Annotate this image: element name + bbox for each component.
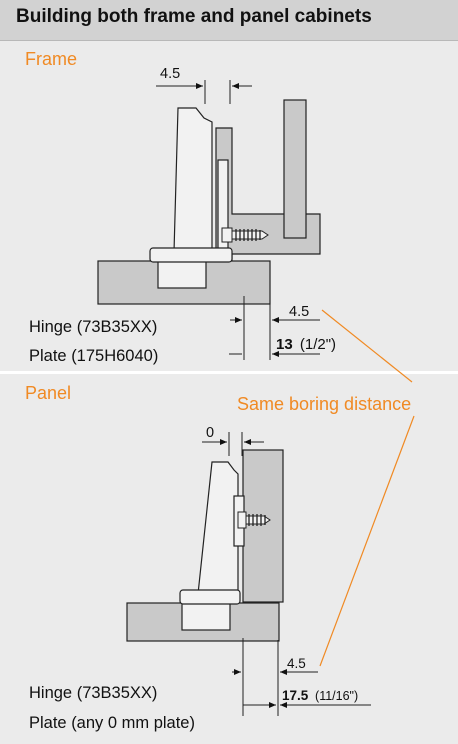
frame-label: Frame bbox=[25, 49, 78, 69]
hinge-arm-panel bbox=[197, 461, 239, 595]
page-title: Building both frame and panel cabinets bbox=[16, 6, 372, 27]
panel-gap-top: 0 bbox=[206, 425, 214, 441]
screw-icon bbox=[221, 227, 269, 243]
panel-diagram: 0 4.5 17.5 (11/16") bbox=[126, 425, 371, 716]
hinge-cup bbox=[157, 257, 207, 289]
frame-plate-caption: Plate (175H6040) bbox=[29, 347, 159, 365]
frame-boring-dim: 13 (1/2") bbox=[276, 336, 336, 353]
panel-gap-bottom: 4.5 bbox=[287, 656, 306, 671]
frame-gap-top: 4.5 bbox=[160, 66, 180, 82]
frame-diagram: 4.5 4.5 13 (1/2") bbox=[97, 66, 336, 360]
leader-lines bbox=[319, 309, 415, 667]
cabinet-side-panel bbox=[242, 449, 284, 603]
panel-hinge-caption: Hinge (73B35XX) bbox=[29, 684, 158, 702]
frame-hinge-caption: Hinge (73B35XX) bbox=[29, 318, 158, 336]
panel-label: Panel bbox=[25, 383, 72, 403]
cabinet-side bbox=[283, 99, 307, 239]
screw-icon bbox=[237, 511, 271, 529]
panel-boring-dim: 17.5 (11/16") bbox=[282, 688, 358, 703]
same-boring-label: Same boring distance bbox=[237, 394, 412, 414]
hinge-arm bbox=[173, 107, 213, 253]
frame-gap-bottom: 4.5 bbox=[289, 304, 309, 320]
panel-plate-caption: Plate (any 0 mm plate) bbox=[29, 714, 195, 732]
header-bar: Building both frame and panel cabinets bbox=[0, 0, 458, 41]
